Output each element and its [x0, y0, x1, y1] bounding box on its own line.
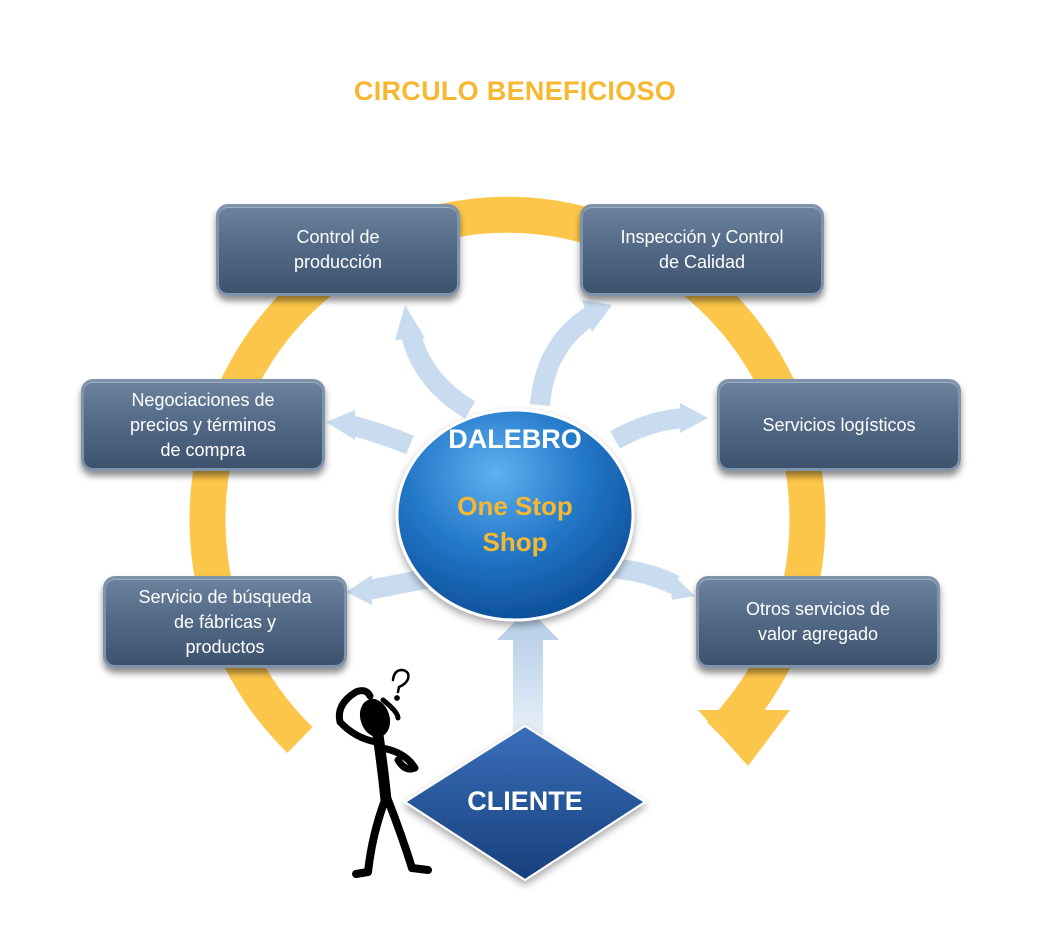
question-mark-icon	[391, 668, 410, 701]
service-box-servicios-logisticos: Servicios logísticos	[717, 379, 961, 471]
head-inspeccion-calidad	[582, 300, 612, 332]
spoke-arrow-heads	[326, 300, 708, 605]
service-label: Negociaciones de precios y términos de c…	[129, 389, 277, 460]
head-otros-servicios	[668, 570, 695, 600]
head-control-produccion	[395, 305, 425, 340]
service-label: Inspección y Control de Calidad	[620, 227, 784, 272]
spoke-to-otros-servicios	[610, 558, 680, 594]
head-busqueda-fabricas	[346, 575, 372, 605]
head-servicios-logisticos	[680, 403, 708, 433]
client-label: CLIENTE	[467, 786, 583, 816]
service-box-control-produccion: Control de producción	[216, 204, 460, 296]
client-up-arrow-head	[497, 608, 559, 640]
service-box-negociaciones: Negociaciones de precios y términos de c…	[81, 379, 325, 471]
service-label: Otros servicios de valor agregado	[745, 599, 891, 644]
diagram-title: CIRCULO BENEFICIOSO	[353, 76, 677, 106]
center-tagline: One Stop Shop	[457, 491, 573, 557]
cycle-arrow	[189, 196, 826, 753]
client-up-arrow-shaft	[513, 638, 543, 738]
spoke-to-servicios-logisticos	[610, 408, 686, 449]
spoke-to-control-produccion	[400, 327, 476, 419]
center-circle	[395, 408, 635, 622]
service-label: Servicios logísticos	[762, 414, 916, 435]
service-box-inspeccion-calidad: Inspección y Control de Calidad	[580, 204, 824, 296]
cycle-arrow-head	[698, 710, 790, 766]
service-label: Servicio de búsqueda de fábricas y produ…	[138, 586, 312, 657]
center-brand: DALEBRO	[448, 424, 582, 454]
service-label: Control de producción	[293, 227, 383, 272]
service-box-busqueda-fabricas: Servicio de búsqueda de fábricas y produ…	[103, 576, 347, 668]
client-diamond	[403, 724, 647, 882]
thinking-person-icon	[335, 687, 432, 878]
head-negociaciones	[326, 410, 355, 440]
spoke-to-inspeccion-calidad	[530, 307, 596, 407]
service-box-otros-servicios: Otros servicios de valor agregado	[696, 576, 940, 668]
